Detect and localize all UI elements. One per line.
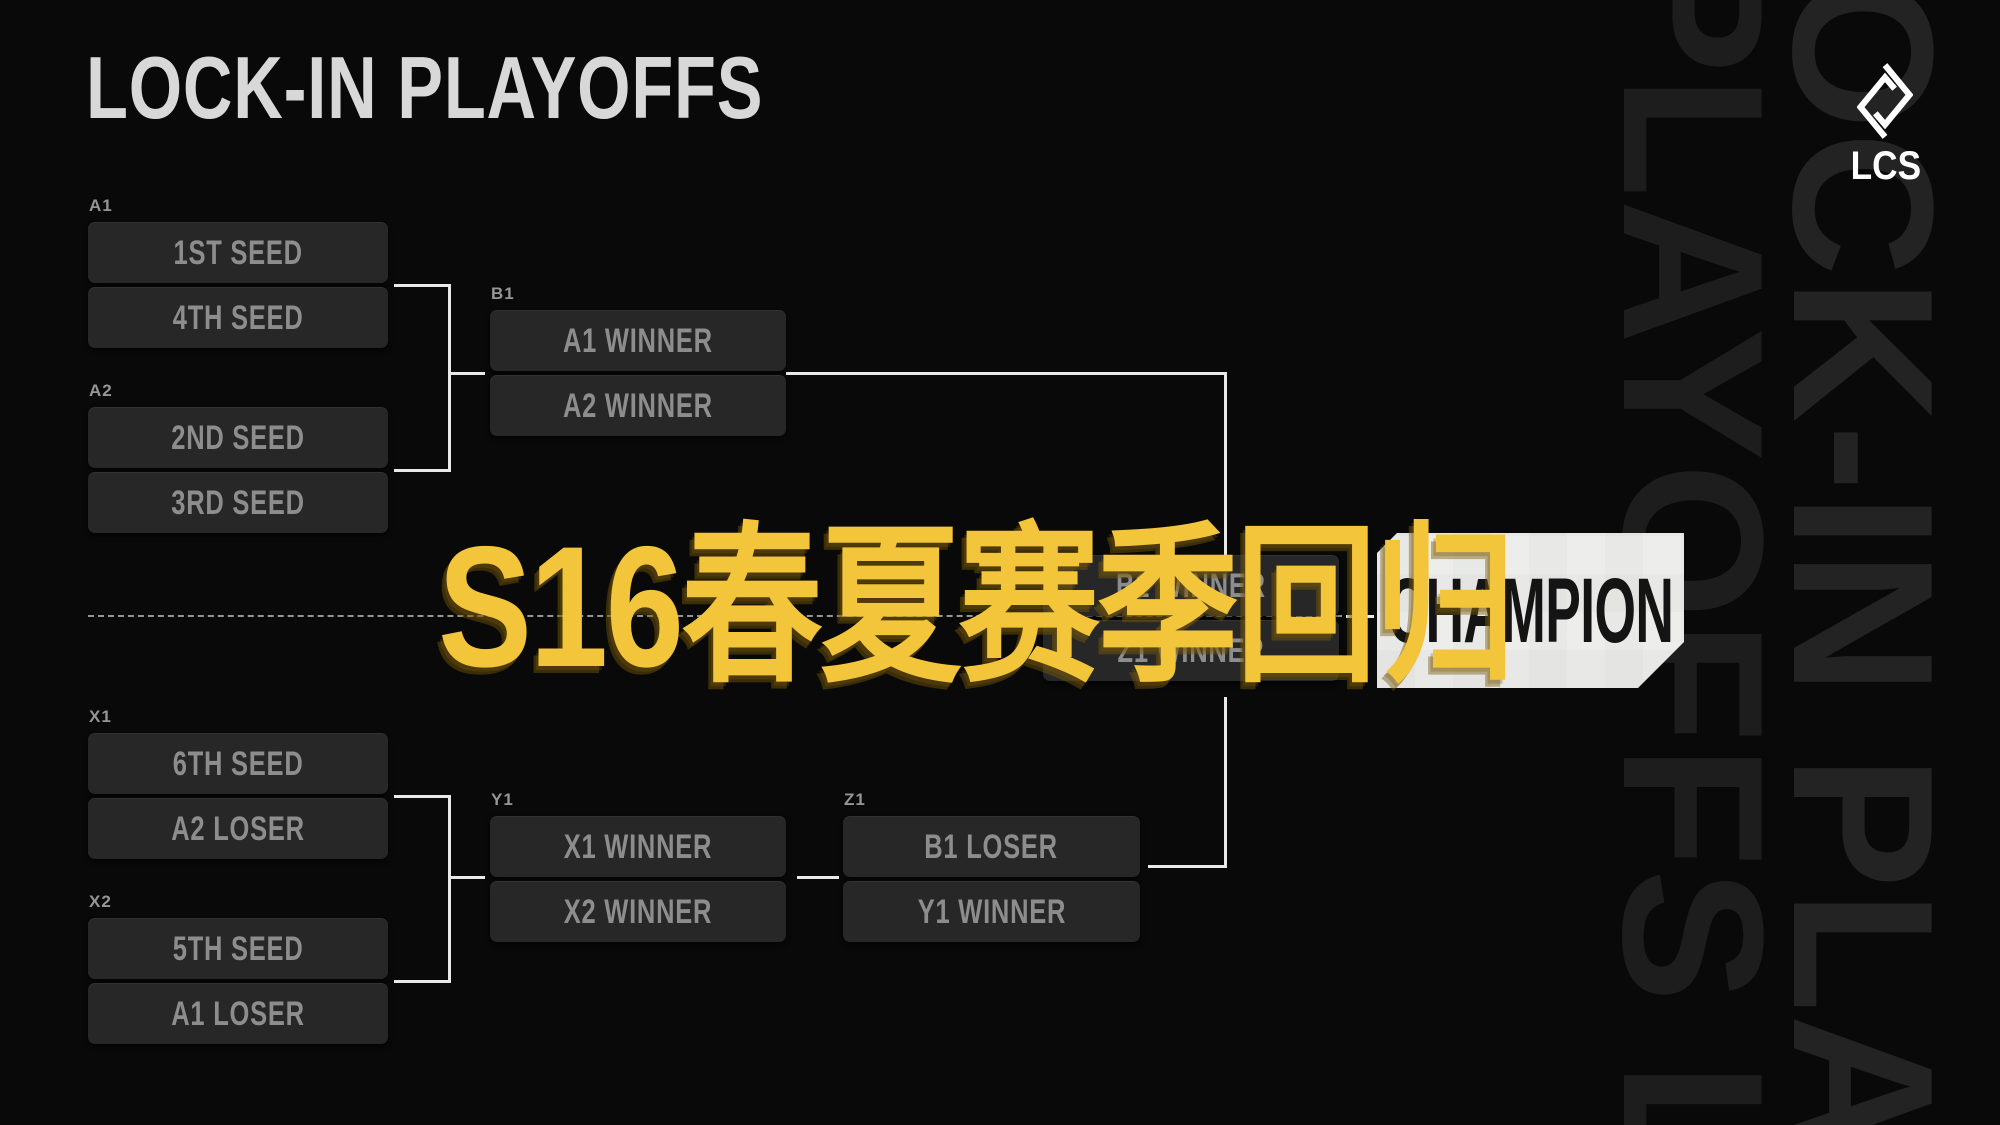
connector-a1-stub bbox=[394, 284, 450, 287]
slot-text: B1 LOSER bbox=[924, 827, 1059, 866]
slot-text: A1 LOSER bbox=[171, 994, 305, 1033]
bracket-slot: 3RD SEED bbox=[88, 472, 388, 533]
connector-b1-to-final bbox=[1224, 372, 1227, 555]
bracket-slot: 1ST SEED bbox=[88, 222, 388, 283]
bracket-slot: A1 LOSER bbox=[88, 983, 388, 1044]
slot-text: Y1 WINNER bbox=[917, 892, 1066, 931]
slot-text: 5TH SEED bbox=[172, 929, 304, 968]
match-x2-label: X2 bbox=[89, 892, 112, 911]
connector-x-to-y1 bbox=[448, 876, 485, 879]
bracket-slot: 4TH SEED bbox=[88, 287, 388, 348]
watermark-column-3: LOCK-IN PLAYOFFS bbox=[1940, 0, 2000, 1125]
bracket-slot: Y1 WINNER bbox=[843, 881, 1140, 942]
bracket-slot: X2 WINNER bbox=[490, 881, 786, 942]
slot-text: A2 WINNER bbox=[563, 386, 713, 425]
connector-final-to-champion bbox=[1346, 615, 1374, 618]
match-y1: Y1 X1 WINNER X2 WINNER bbox=[490, 791, 786, 946]
slot-text: B1 WINNER bbox=[1116, 566, 1266, 605]
slot-text: 3RD SEED bbox=[171, 483, 305, 522]
bracket-slot: A1 WINNER bbox=[490, 310, 786, 371]
bracket-slot: B1 WINNER bbox=[1043, 555, 1339, 616]
match-a2-label: A2 bbox=[89, 381, 113, 400]
match-b1-label: B1 bbox=[491, 284, 515, 303]
match-a1: A1 1ST SEED 4TH SEED bbox=[88, 197, 388, 352]
connector-z1-to-final-vertical bbox=[1224, 697, 1227, 868]
match-final: B1 WINNER Z1 WINNER bbox=[1043, 555, 1339, 685]
connector-a2-stub bbox=[394, 469, 450, 472]
slot-text: 6TH SEED bbox=[172, 744, 304, 783]
match-x1-label: X1 bbox=[89, 707, 112, 726]
connector-a-to-b1 bbox=[448, 372, 485, 375]
match-z1-label: Z1 bbox=[844, 790, 866, 809]
bracket-slot: Z1 WINNER bbox=[1043, 620, 1339, 681]
match-x2: X2 5TH SEED A1 LOSER bbox=[88, 893, 388, 1048]
slot-text: X1 WINNER bbox=[563, 827, 713, 866]
bracket-slot: A2 LOSER bbox=[88, 798, 388, 859]
connector-a-vertical bbox=[448, 284, 451, 472]
connector-b1-horizontal bbox=[786, 372, 1227, 375]
slot-text: 1ST SEED bbox=[173, 233, 303, 272]
lcs-logo: LCS bbox=[1846, 62, 1924, 186]
bracket-divider-dotted-line bbox=[88, 615, 1342, 617]
match-a2: A2 2ND SEED 3RD SEED bbox=[88, 382, 388, 537]
bracket-slot: 2ND SEED bbox=[88, 407, 388, 468]
match-x1: X1 6TH SEED A2 LOSER bbox=[88, 708, 388, 863]
connector-y1-to-z1 bbox=[797, 876, 839, 879]
headline-overlay: S16春夏赛季回归 bbox=[438, 511, 1516, 703]
connector-z1-to-final-horizontal bbox=[1148, 865, 1227, 868]
slot-text: 4TH SEED bbox=[172, 298, 304, 337]
connector-x2-stub bbox=[394, 980, 450, 983]
match-b1: B1 A1 WINNER A2 WINNER bbox=[490, 285, 786, 440]
champion-box: CHAMPION bbox=[1377, 533, 1684, 688]
page-title: LOCK-IN PLAYOFFS bbox=[86, 38, 764, 137]
match-y1-label: Y1 bbox=[491, 790, 514, 809]
connector-x-vertical bbox=[448, 795, 451, 983]
slot-text: A1 WINNER bbox=[563, 321, 713, 360]
match-z1: Z1 B1 LOSER Y1 WINNER bbox=[843, 791, 1140, 946]
bracket-slot: X1 WINNER bbox=[490, 816, 786, 877]
bracket-slot: 5TH SEED bbox=[88, 918, 388, 979]
bracket-slot: A2 WINNER bbox=[490, 375, 786, 436]
slot-text: X2 WINNER bbox=[563, 892, 713, 931]
champion-label: CHAMPION bbox=[1387, 559, 1674, 662]
match-a1-label: A1 bbox=[89, 196, 113, 215]
lcs-logo-text: LCS bbox=[1850, 144, 1922, 188]
slot-text: A2 LOSER bbox=[171, 809, 305, 848]
lcs-mark-icon bbox=[1857, 63, 1913, 139]
bracket-slot: 6TH SEED bbox=[88, 733, 388, 794]
slot-text: Z1 WINNER bbox=[1117, 631, 1265, 670]
connector-x1-stub bbox=[394, 795, 450, 798]
bracket-slot: B1 LOSER bbox=[843, 816, 1140, 877]
slot-text: 2ND SEED bbox=[171, 418, 305, 457]
